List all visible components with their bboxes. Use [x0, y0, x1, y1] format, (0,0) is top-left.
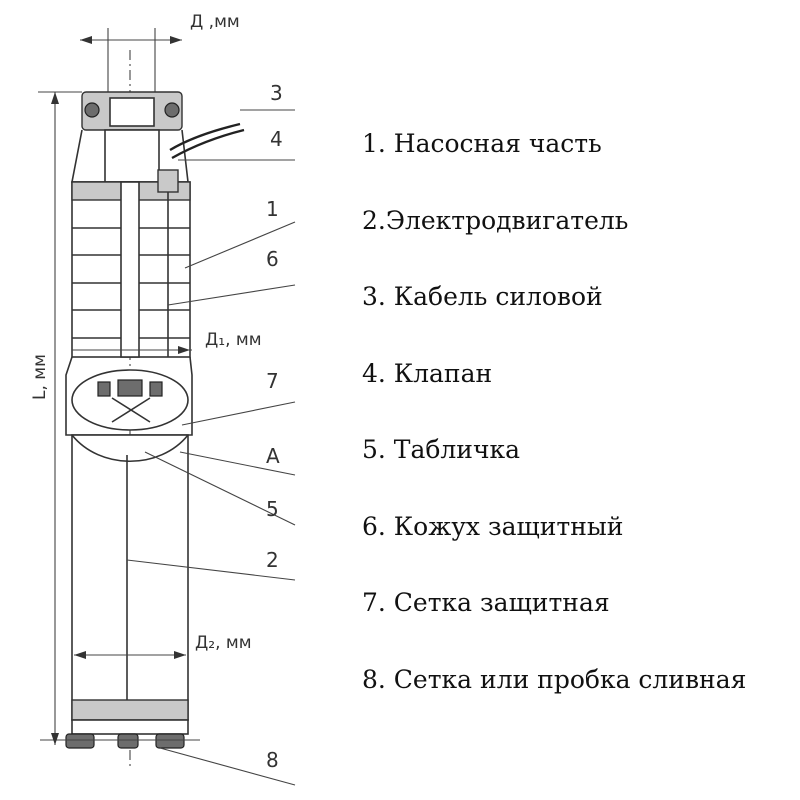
legend-item-1: 1. Насосная часть	[362, 129, 602, 158]
callout-7: 7	[266, 369, 279, 393]
callout-4: 4	[270, 127, 283, 151]
motor-diameter-dimension: Д₂, мм	[74, 633, 252, 659]
legend-item-8: 8. Сетка или пробка сливная	[362, 664, 747, 694]
shroud-diameter-label: Д₁, мм	[205, 330, 262, 350]
drain-plug	[40, 733, 200, 749]
callout-1: 1	[266, 197, 279, 221]
callout-labels: 3 4 1 6 7 A 5 2 8	[266, 81, 283, 772]
length-dimension: L, мм	[30, 91, 82, 745]
motor-diameter-label: Д₂, мм	[195, 633, 252, 653]
length-label: L, мм	[30, 354, 50, 400]
legend-item-2: 2.Электродвигатель	[362, 205, 629, 235]
parts-legend: 1. Насосная часть 2.Электродвигатель 3. …	[362, 128, 746, 740]
legend-item-5: 5. Табличка	[362, 435, 521, 464]
motor-section	[71, 434, 189, 735]
pump-section	[71, 169, 191, 358]
callout-5: 5	[266, 497, 279, 521]
legend-item-4: 4. Клапан	[362, 358, 493, 388]
callout-6: 6	[266, 247, 279, 271]
shroud-diameter-dimension: Д₁, мм	[72, 330, 262, 354]
legend-item-3: 3. Кабель силовой	[362, 282, 603, 311]
top-diameter-dimension: Д ,мм	[80, 12, 240, 95]
top-diameter-label: Д ,мм	[190, 12, 240, 32]
callout-3: 3	[270, 81, 283, 105]
callout-A: A	[266, 444, 280, 468]
legend-item-6: 6. Кожух защитный	[362, 511, 624, 541]
leader-lines	[126, 109, 296, 786]
legend-item-7: 7. Сетка защитная	[362, 588, 610, 617]
callout-8: 8	[266, 748, 279, 772]
callout-2: 2	[266, 548, 279, 572]
pump-head	[71, 91, 245, 183]
